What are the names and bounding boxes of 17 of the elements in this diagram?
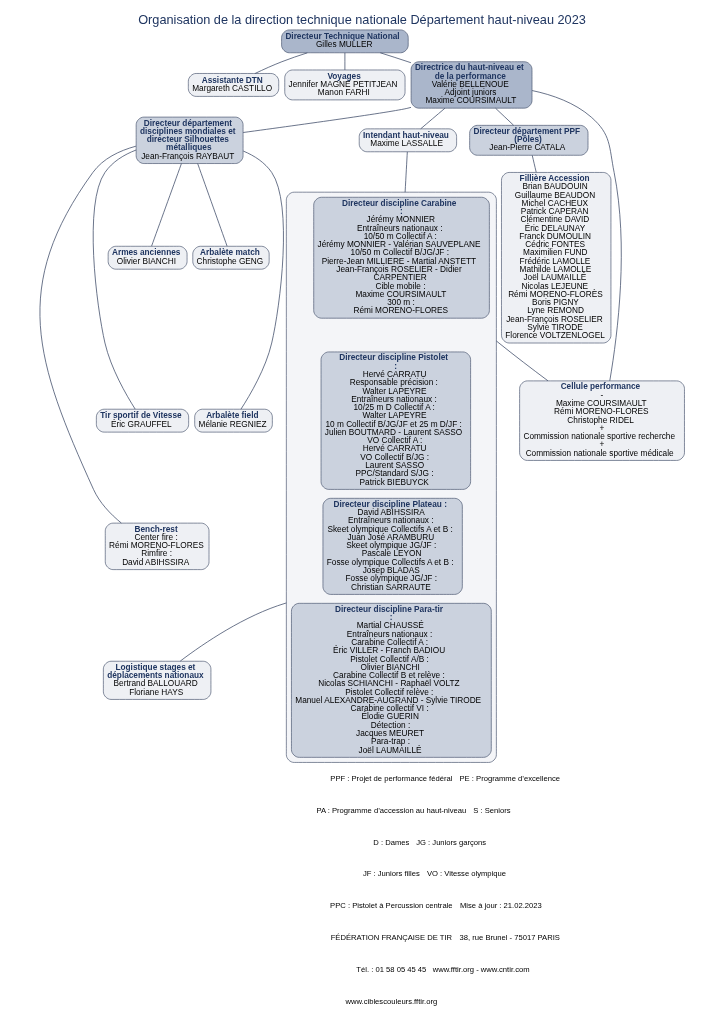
connector: [531, 155, 537, 173]
connector: [254, 52, 308, 74]
connector: [242, 107, 412, 133]
connector: [92, 149, 137, 410]
connector: [179, 602, 287, 662]
connector: [495, 107, 514, 126]
connector: [404, 151, 408, 193]
connector: [531, 90, 622, 382]
connector: [379, 52, 412, 64]
connector: [39, 145, 137, 524]
connector: [240, 150, 284, 410]
connector: [344, 52, 346, 71]
connector: [197, 163, 228, 247]
diagram-title: Organisation de la direction technique nationale Département haut-niveau 2023: [138, 11, 586, 27]
connector: [151, 163, 182, 247]
cluster: [286, 191, 497, 763]
connector: [420, 107, 446, 130]
